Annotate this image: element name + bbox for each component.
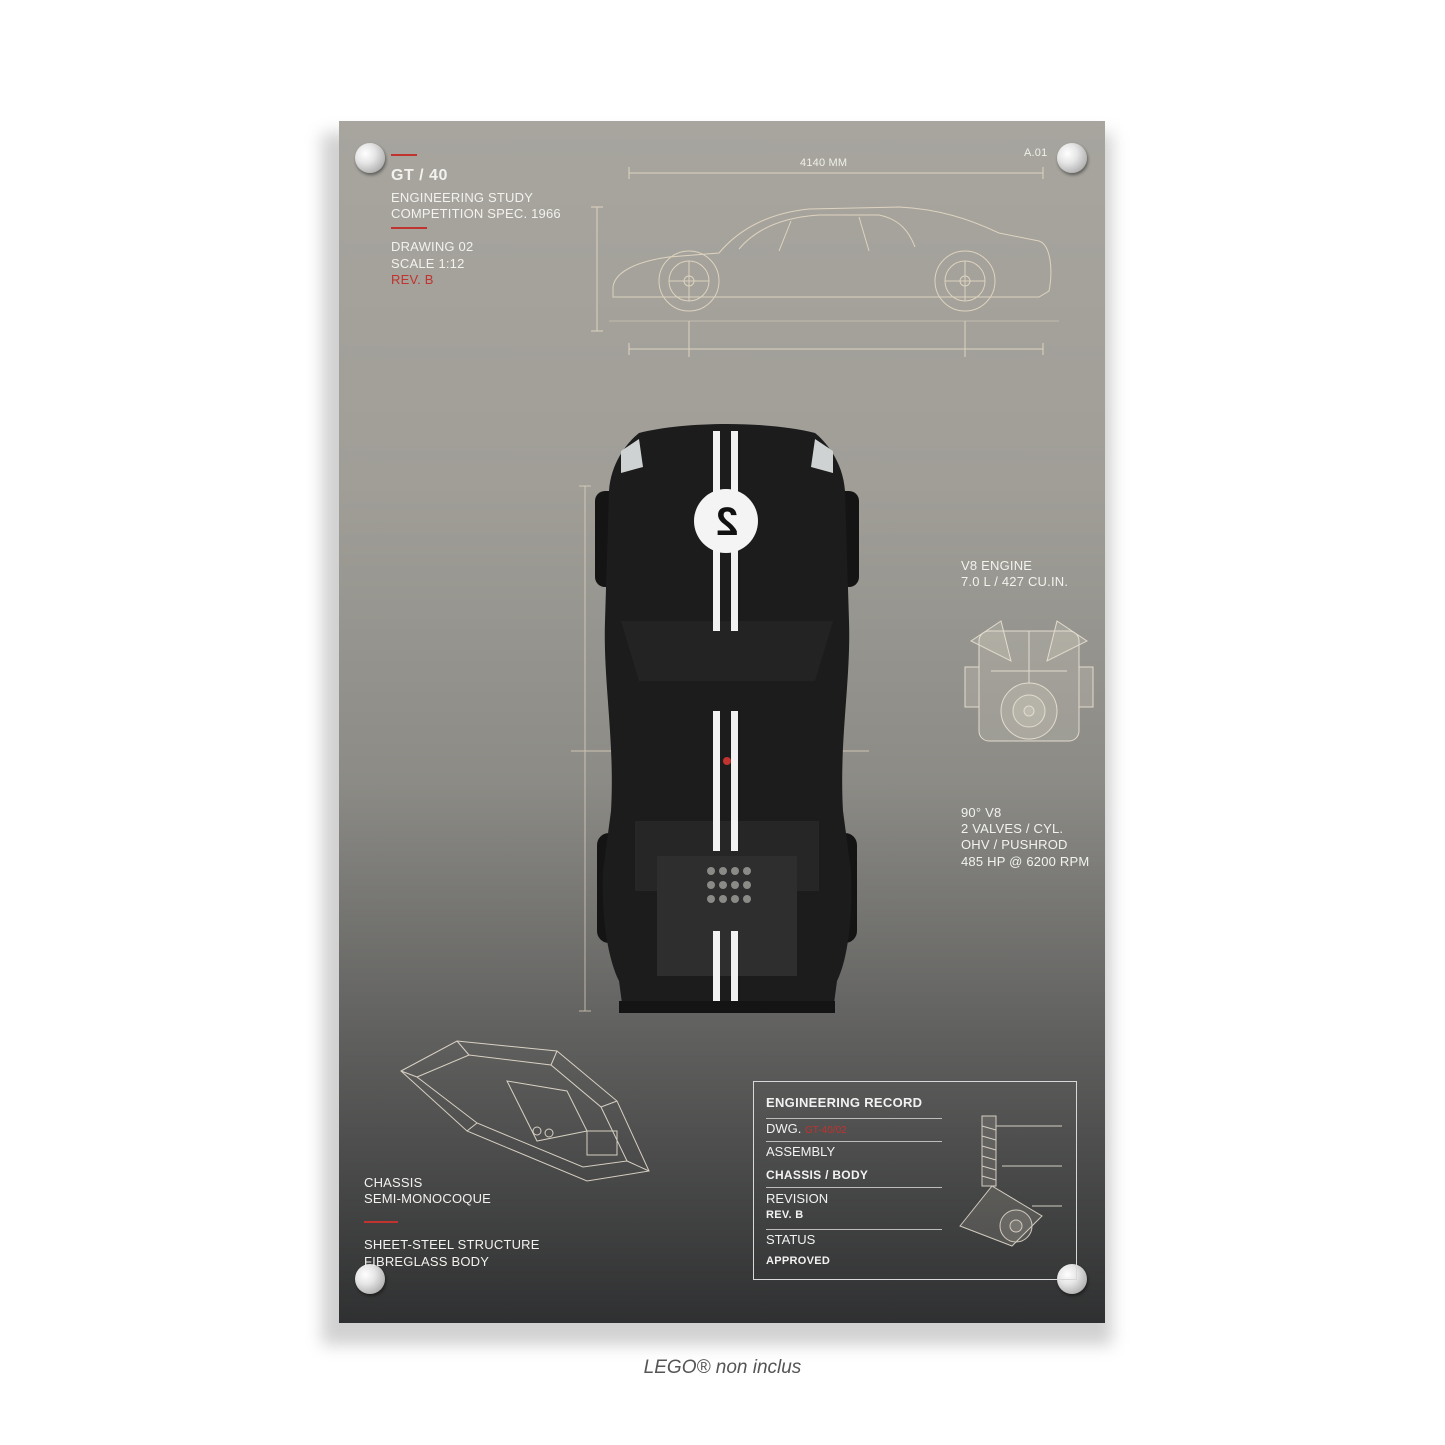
drawing-scale: SCALE 1:12	[391, 256, 465, 271]
suspension-strut-drawing	[959, 1115, 1062, 1247]
study-line-2: COMPETITION SPEC. 1966	[391, 206, 561, 221]
record-header: ENGINEERING RECORD	[766, 1095, 923, 1110]
sheet-reference: A.01	[1024, 147, 1048, 159]
engineering-record-box: ENGINEERING RECORD DWG. GT-40/02 ASSEMBL…	[753, 1081, 1077, 1280]
chassis-note-2: FIBREGLASS BODY	[364, 1254, 490, 1269]
title-divider-line	[391, 227, 427, 229]
record-revision-label: REVISION	[766, 1191, 829, 1206]
engine-spec-power: 485 HP @ 6200 RPM	[961, 854, 1090, 869]
record-status-label: STATUS	[766, 1232, 816, 1247]
engine-displacement: 7.0 L / 427 CU.IN.	[961, 574, 1069, 589]
title-accent-line	[391, 154, 417, 156]
engine-title: V8 ENGINE	[961, 558, 1033, 573]
car-top-view	[571, 424, 869, 1013]
drawing-number: DRAWING 02	[391, 239, 474, 254]
record-dwg-label: DWG.	[766, 1121, 802, 1136]
record-assembly-value: CHASSIS / BODY	[766, 1168, 869, 1182]
engine-spec-layout: 90° V8	[961, 805, 1002, 820]
car-number: 2	[715, 500, 739, 544]
study-line-1: ENGINEERING STUDY	[391, 190, 534, 205]
record-assembly-label: ASSEMBLY	[766, 1144, 836, 1159]
v8-engine-drawing	[964, 620, 1094, 742]
record-divider-3	[766, 1187, 942, 1188]
record-status-value: APPROVED	[766, 1255, 831, 1267]
model-title: GT / 40	[391, 167, 448, 184]
engine-spec-valvetrain: OHV / PUSHROD	[961, 837, 1068, 852]
chassis-title-1: CHASSIS	[364, 1175, 423, 1190]
chassis-wireframe-drawing	[400, 1040, 650, 1182]
record-revision-value: REV. B	[766, 1209, 804, 1221]
record-divider-2	[766, 1141, 942, 1142]
acrylic-poster-panel: GT / 40 ENGINEERING STUDY COMPETITION SP…	[339, 121, 1105, 1323]
drawing-revision: REV. B	[391, 272, 434, 287]
chassis-note-1: SHEET-STEEL STRUCTURE	[364, 1237, 540, 1252]
chassis-divider-line	[364, 1221, 398, 1223]
engine-spec-valves: 2 VALVES / CYL.	[961, 821, 1064, 836]
mounting-bolt-bottom-left	[355, 1264, 385, 1294]
side-view-blueprint	[591, 167, 1059, 357]
mounting-bolt-top-left	[355, 143, 385, 173]
record-divider-4	[766, 1229, 942, 1230]
record-divider-1	[766, 1118, 942, 1119]
record-dwg-value: GT-40/02	[805, 1125, 847, 1136]
product-caption: LEGO® non inclus	[643, 1357, 802, 1378]
mounting-bolt-top-right	[1057, 143, 1087, 173]
length-dimension-label: 4140 MM	[800, 157, 848, 169]
record-dwg-row: DWG. GT-40/02	[766, 1121, 847, 1136]
chassis-title-2: SEMI-MONOCOQUE	[364, 1191, 492, 1206]
